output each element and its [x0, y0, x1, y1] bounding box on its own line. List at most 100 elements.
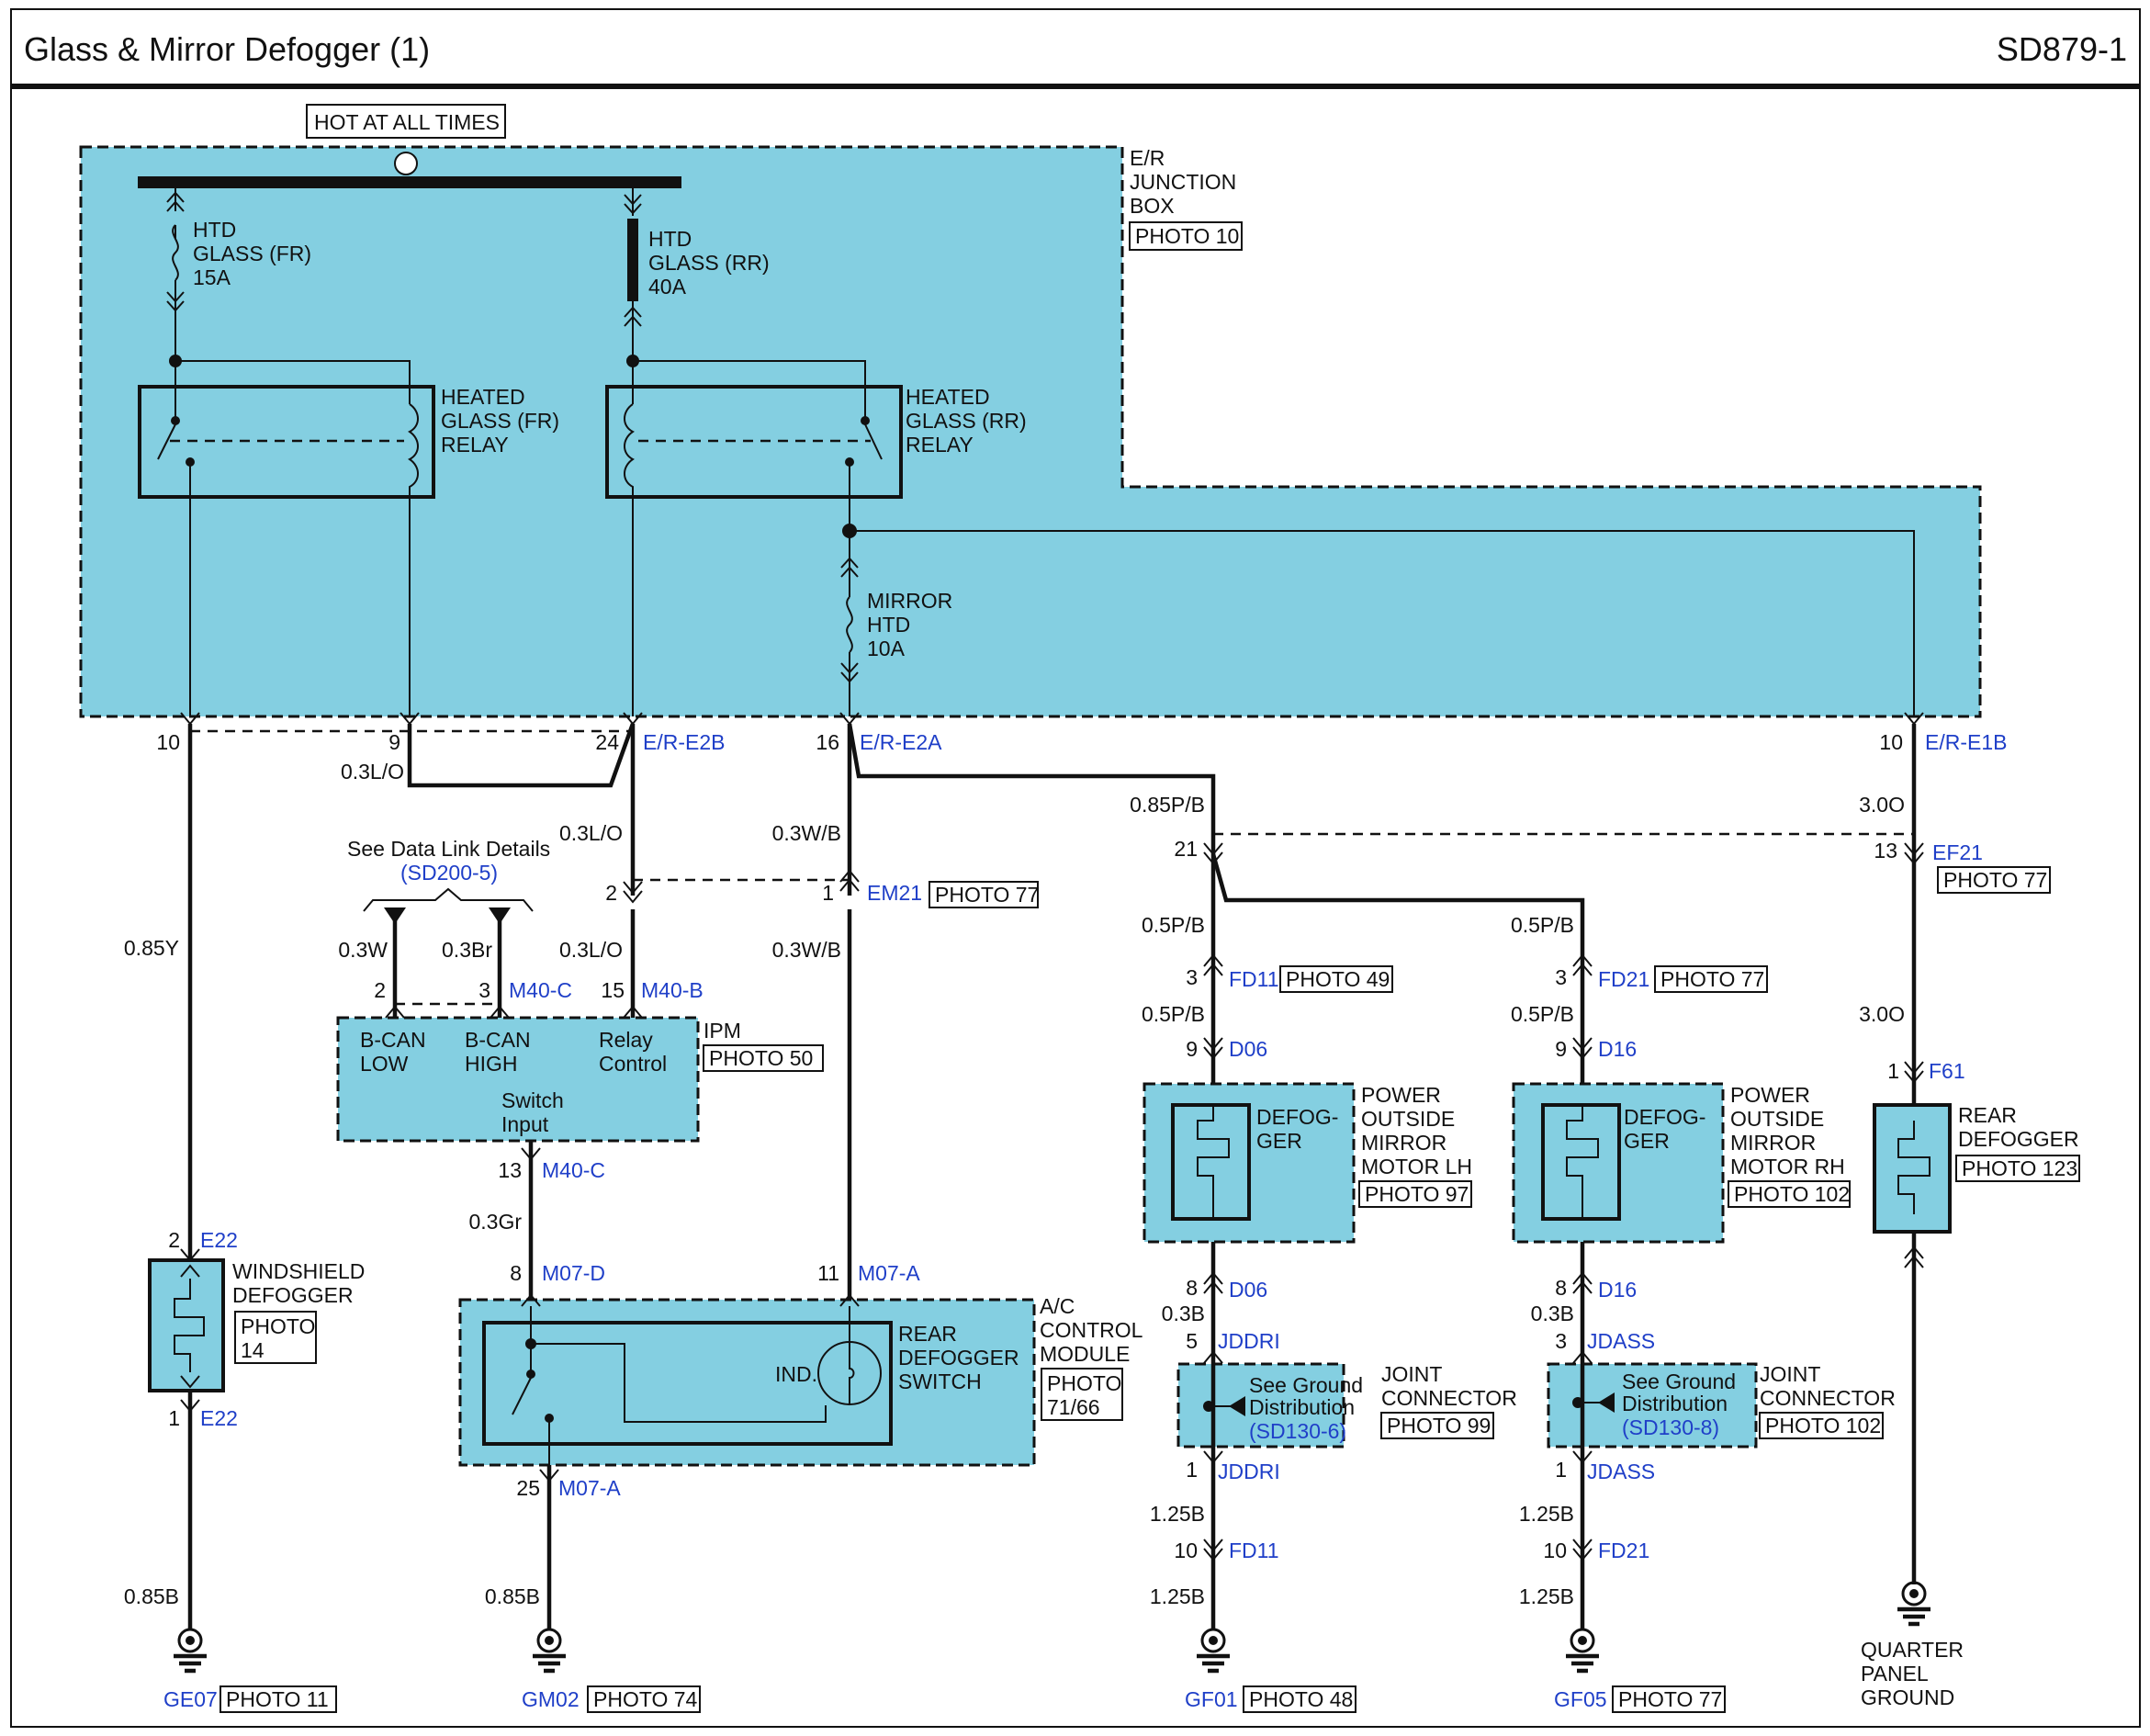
- joint-lh-l1: JOINT: [1381, 1362, 1442, 1386]
- ipm-photo-box: [703, 1044, 824, 1072]
- ipm-title: IPM: [704, 1019, 741, 1043]
- gf01-photo-box: [1243, 1685, 1356, 1713]
- ef21-photo: PHOTO 77: [1943, 868, 2047, 892]
- pin-fd21-3: 3: [1555, 965, 1567, 989]
- relay-fr-feed: [174, 360, 411, 418]
- pin-m07a-11: 11: [817, 1261, 839, 1285]
- joint-lh-see-1: See Ground: [1249, 1373, 1363, 1397]
- pin-jb-16: 16: [816, 730, 839, 754]
- conn-d16: D16: [1598, 1037, 1637, 1061]
- mirror-fuse-l3: 10A: [867, 637, 906, 660]
- ac-module-l3: MODULE: [1040, 1342, 1130, 1366]
- pin-fd11-10: 10: [1174, 1539, 1198, 1562]
- windshield-element: [174, 1279, 205, 1372]
- relay-rr-l1: HEATED: [906, 385, 990, 409]
- pin-d16-9: 9: [1555, 1037, 1567, 1061]
- ge07-photo-box: [220, 1685, 337, 1713]
- joint-lh-ref: (SD130-6): [1249, 1419, 1346, 1443]
- relay-rr-box: [605, 385, 903, 499]
- fuse-fr-l3: 15A: [193, 265, 231, 289]
- indicator-filament: [849, 1342, 855, 1404]
- datalink-label: See Data Link Details: [347, 837, 550, 861]
- ground-ge07: GE07: [163, 1687, 218, 1711]
- conn-jddri: JDDRI: [1218, 1329, 1280, 1353]
- ipm-bcan-high-1: B-CAN: [465, 1028, 531, 1052]
- ground-icon-ge07: [174, 1628, 207, 1674]
- spec-085b-b: 0.85B: [485, 1584, 540, 1608]
- ground-icon-gm02: [533, 1628, 566, 1674]
- pin-jddri-1: 1: [1186, 1458, 1198, 1482]
- mirror-fuse-l1: MIRROR: [867, 589, 952, 613]
- ac-photo-2: 71/66: [1047, 1395, 1100, 1419]
- windshield-photo-box: [234, 1311, 317, 1364]
- ground-gf05: GF05: [1554, 1687, 1607, 1711]
- wire-03lo-loop: [407, 723, 636, 788]
- mirror-rh-element-box: [1541, 1103, 1621, 1221]
- joint-rh-photo: PHOTO 102: [1765, 1414, 1881, 1437]
- mirror-rh-el-2: GER: [1624, 1129, 1670, 1153]
- gf01-photo: PHOTO 48: [1249, 1687, 1353, 1711]
- jb-label-3: BOX: [1130, 194, 1175, 218]
- jb-label-1: E/R: [1130, 146, 1165, 170]
- ac-switch-contact-a: [526, 1370, 535, 1379]
- joint-lh-zone: [1176, 1362, 1345, 1449]
- mirror-rh-photo-box: [1728, 1180, 1851, 1208]
- page-title: Glass & Mirror Defogger (1): [24, 30, 430, 68]
- connector-chevrons: [180, 842, 1924, 1561]
- pin-d06-9: 9: [1186, 1037, 1198, 1061]
- ground-icon-gf05: [1566, 1628, 1599, 1674]
- rear-defogger-box: [1873, 1103, 1952, 1234]
- windshield-defogger-box: [148, 1258, 225, 1392]
- pin-ef21-13: 13: [1874, 839, 1897, 862]
- spec-03br: 0.3Br: [442, 938, 492, 962]
- gf05-photo-box: [1612, 1685, 1726, 1713]
- conn-e22-a: E22: [200, 1228, 238, 1252]
- conn-er-e2a: E/R-E2A: [860, 730, 942, 754]
- power-bus: [138, 176, 681, 188]
- ge07-photo: PHOTO 11: [226, 1687, 329, 1711]
- rear-defogger-photo-box: [1955, 1155, 2080, 1182]
- page-code: SD879-1: [1997, 30, 2127, 68]
- conn-d06-b: D06: [1229, 1278, 1267, 1302]
- joint-lh-see-2: Distribution: [1249, 1395, 1355, 1419]
- pin-d16-8: 8: [1555, 1276, 1567, 1300]
- relay-rr-feed: [632, 360, 866, 418]
- mirror-lh-photo-box: [1358, 1180, 1472, 1208]
- ac-module-l1: A/C: [1040, 1294, 1075, 1318]
- conn-er-e2b: E/R-E2B: [643, 730, 725, 754]
- ipm-relay-control-2: Control: [599, 1052, 667, 1076]
- spec-085pb: 0.85P/B: [1130, 793, 1205, 817]
- pin-e22-2: 2: [168, 1228, 180, 1252]
- jb-label-2: JUNCTION: [1130, 170, 1236, 194]
- page-frame: [10, 8, 2141, 1728]
- spec-03lo-a: 0.3L/O: [341, 760, 404, 783]
- ef21-photo-box: [1937, 866, 2051, 894]
- mirror-fuse-top-chevron: [840, 557, 859, 578]
- fd21-photo: PHOTO 77: [1660, 967, 1764, 991]
- spec-05pb-d: 0.5P/B: [1511, 1002, 1574, 1026]
- gm02-photo-box: [587, 1685, 701, 1713]
- ground-icon-gf01: [1197, 1628, 1230, 1674]
- gf05-photo: PHOTO 77: [1618, 1687, 1722, 1711]
- quarter-ground-l2: PANEL: [1861, 1662, 1929, 1685]
- relay-rr-switch-arm: [864, 423, 883, 460]
- spec-03lo-b: 0.3L/O: [559, 821, 623, 845]
- conn-m07a: M07-A: [858, 1261, 920, 1285]
- conn-e22-b: E22: [200, 1406, 238, 1430]
- pin-m07d-8: 8: [510, 1261, 522, 1285]
- mirror-rh-element: [1566, 1105, 1599, 1219]
- quarter-ground-l1: QUARTER: [1861, 1638, 1964, 1662]
- fuse-rr-l1: HTD: [648, 227, 692, 251]
- quarter-ground-l3: GROUND: [1861, 1685, 1954, 1709]
- conn-fd11-b: FD11: [1229, 1539, 1279, 1562]
- conn-m40c-b: M40-C: [542, 1158, 605, 1182]
- joint-rh-l2: CONNECTOR: [1760, 1386, 1896, 1410]
- ac-switch-arm: [512, 1377, 532, 1415]
- spec-03w: 0.3W: [338, 938, 388, 962]
- fd21-photo-box: [1654, 965, 1768, 993]
- joint-lh-arrow-icon: [1229, 1396, 1245, 1416]
- relay-rr-coil: [624, 403, 635, 716]
- joint-lh-l2: CONNECTOR: [1381, 1386, 1517, 1410]
- mirror-rh-el-1: DEFOG-: [1624, 1105, 1705, 1129]
